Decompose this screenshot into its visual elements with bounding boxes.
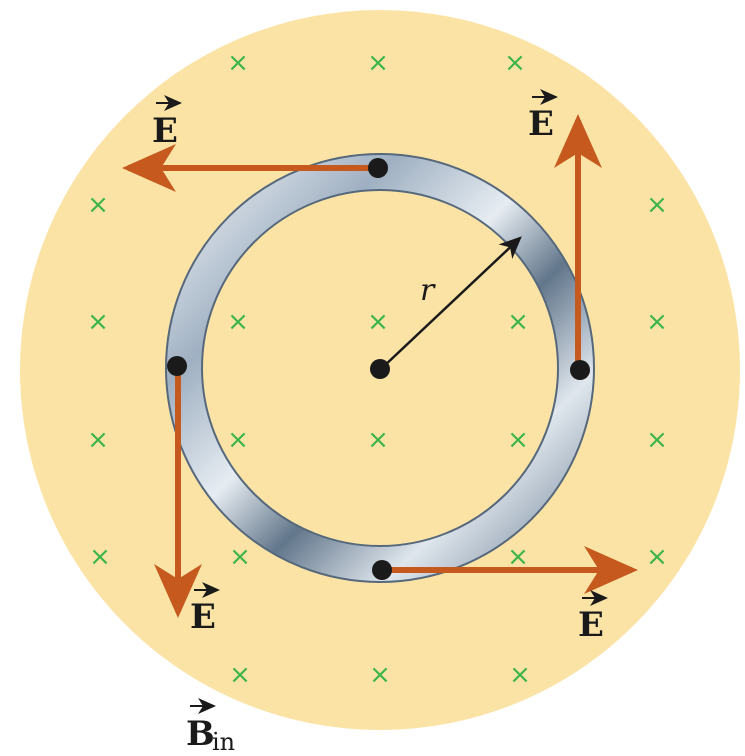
field-cross-icon: × (367, 425, 389, 455)
field-cross-icon: × (504, 48, 526, 78)
field-cross-icon: × (367, 48, 389, 78)
magnetic-field-label: B in (186, 698, 235, 756)
ring-center-point (370, 359, 390, 379)
electric-field-label-top-right: E (528, 89, 558, 144)
field-cross-icon: × (509, 660, 531, 690)
field-cross-icon: × (646, 542, 668, 572)
ring-point-top (368, 158, 388, 178)
field-cross-icon: × (227, 307, 249, 337)
field-cross-icon: × (507, 425, 529, 455)
field-cross-icon: × (507, 307, 529, 337)
field-cross-icon: × (646, 307, 668, 337)
ring-point-bottom (372, 560, 392, 580)
radius-arrow (381, 236, 522, 369)
field-cross-icon: × (227, 48, 249, 78)
svg-text:B: B (186, 714, 215, 754)
field-cross-icon: × (87, 425, 109, 455)
field-cross-icon: × (87, 190, 109, 220)
field-cross-icon: × (229, 542, 251, 572)
field-cross-icon: × (507, 542, 529, 572)
field-cross-group: × × × × × × × × × × × × × × × × × × × × × × (87, 48, 668, 690)
field-cross-icon: × (229, 660, 251, 690)
field-cross-icon: × (646, 190, 668, 220)
field-cross-icon: × (87, 307, 109, 337)
electric-field-label-bottom-left: E (190, 582, 220, 637)
field-cross-icon: × (367, 307, 389, 337)
field-cross-icon: × (646, 425, 668, 455)
ring-point-left (167, 356, 187, 376)
svg-text:in: in (212, 728, 235, 756)
svg-text:E: E (190, 597, 216, 637)
field-cross-icon: × (227, 425, 249, 455)
electric-field-label-bottom-right: E (578, 590, 608, 645)
svg-text:E: E (578, 605, 604, 645)
field-cross-icon: × (89, 542, 111, 572)
svg-text:E: E (528, 104, 554, 144)
ring-point-right (570, 360, 590, 380)
radius-label: r (420, 273, 436, 308)
svg-text:E: E (152, 111, 178, 151)
electric-field-label-top-left: E (152, 95, 182, 151)
field-cross-icon: × (369, 660, 391, 690)
